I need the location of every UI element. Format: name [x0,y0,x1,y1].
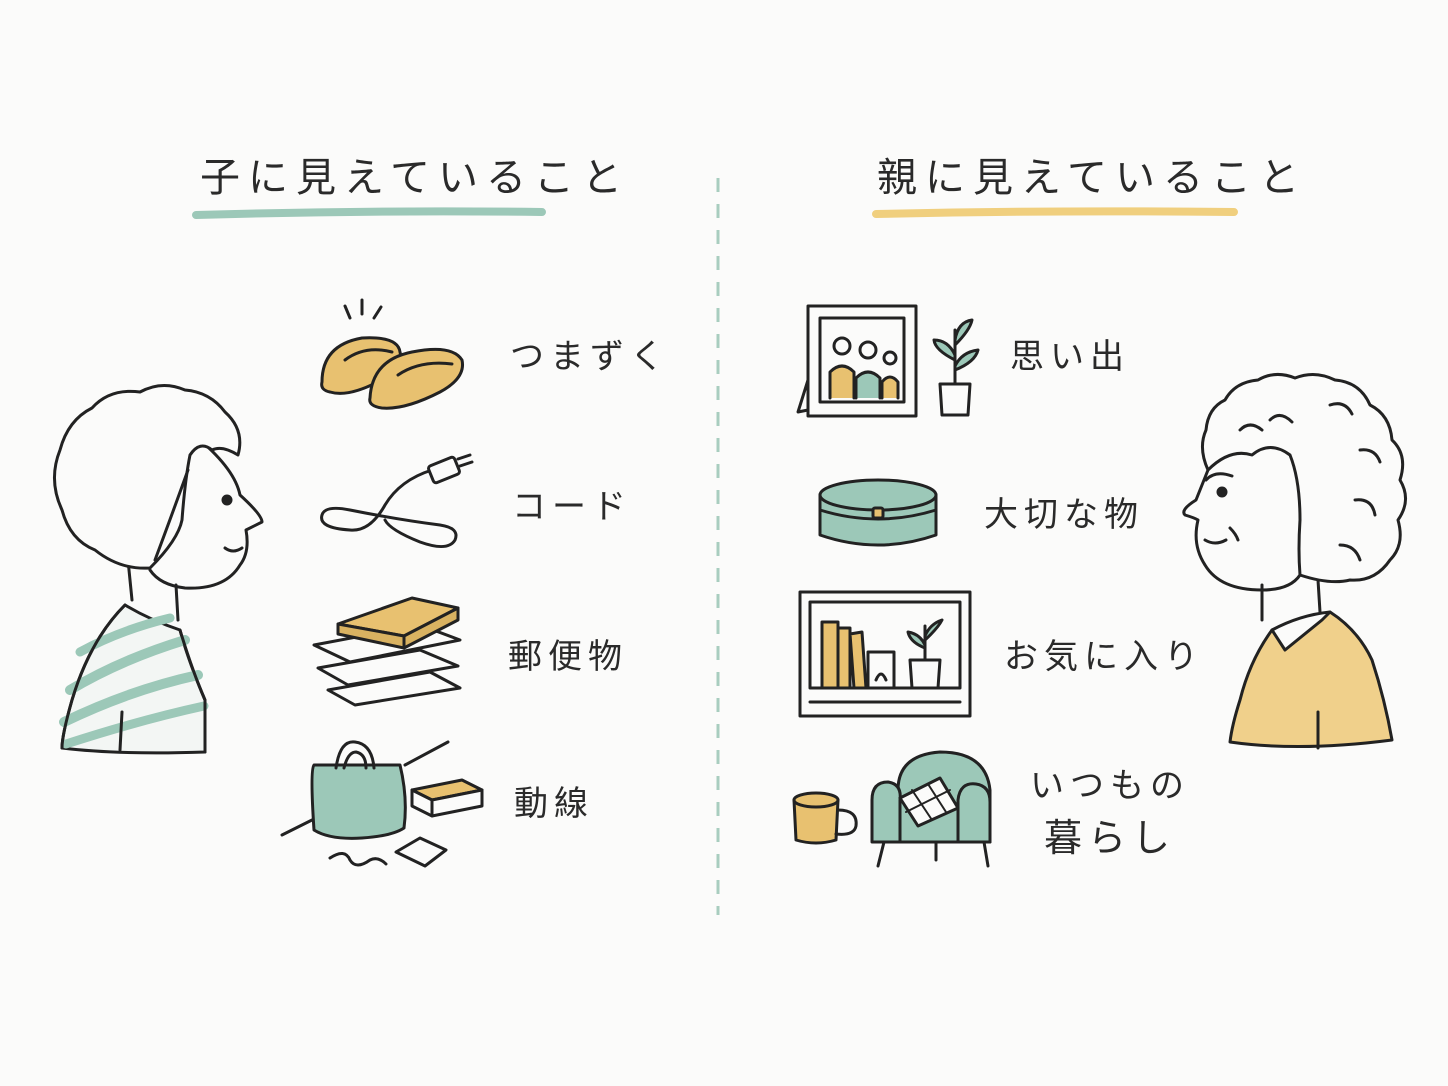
label-memories: 思い出 [1010,337,1130,377]
right-heading: 親に見えていること [877,155,1307,201]
mail-pile-icon [312,596,462,707]
label-everyday-line2: 暮らし [1043,816,1176,861]
cluttered-floor-icon [280,740,484,868]
slippers-icon [320,298,465,410]
left-heading: 子に見えていること [200,155,630,201]
power-cord-icon [320,453,474,548]
bookshelf-icon [798,590,972,718]
family-photo-frame-icon [796,304,980,418]
label-stumble: つまずく [510,337,670,377]
child-figure [53,384,264,755]
label-everyday-life: いつもの 暮らし [1030,762,1190,866]
label-everyday-line1: いつもの [1030,766,1190,806]
label-cord: コード [512,487,632,527]
armchair-and-mug-icon [792,750,992,868]
label-walkway: 動線 [514,784,594,824]
keepsake-box-icon [818,478,938,547]
label-precious-things: 大切な物 [984,495,1144,535]
left-heading-underline [192,207,546,219]
label-mail: 郵便物 [508,637,628,677]
parent-figure [1182,373,1407,750]
label-favorites: お気に入り [1004,637,1204,677]
right-heading-underline [872,207,1238,218]
